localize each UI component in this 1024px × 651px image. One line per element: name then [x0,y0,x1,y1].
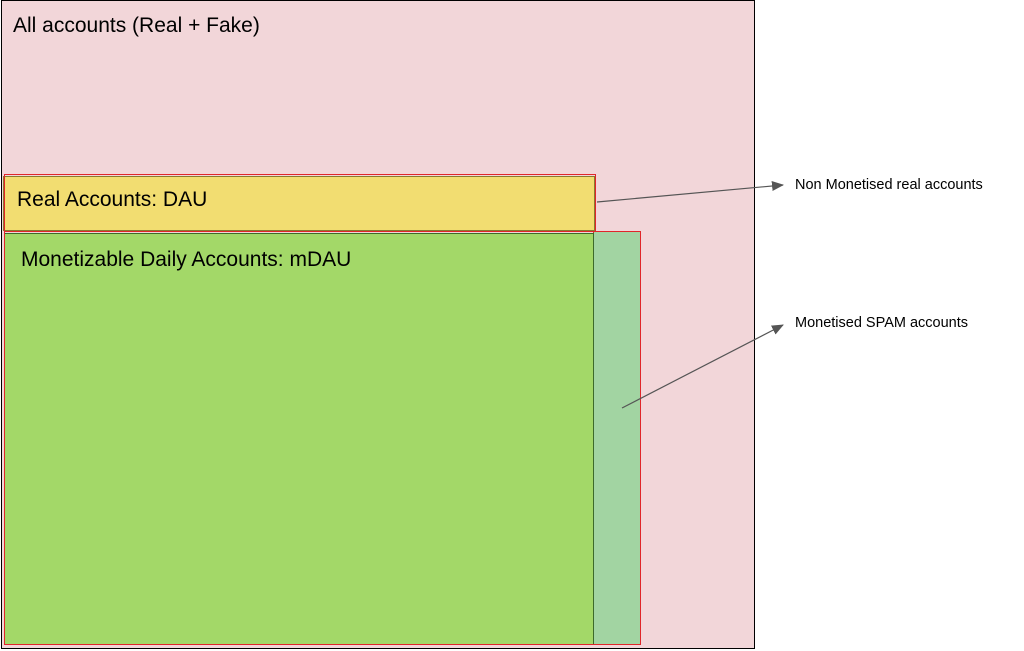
mdau-label: Monetizable Daily Accounts: mDAU [21,248,352,271]
monetised-outline [4,231,641,645]
mdau-region [4,233,594,645]
all-accounts-label: All accounts (Real + Fake) [13,14,260,37]
real-accounts-dau-label: Real Accounts: DAU [17,188,208,211]
spam-note: Monetised SPAM accounts [795,315,969,331]
real-accounts-dau-region [3,176,595,231]
non-monetised-note: Non Monetised real accounts [795,177,983,193]
